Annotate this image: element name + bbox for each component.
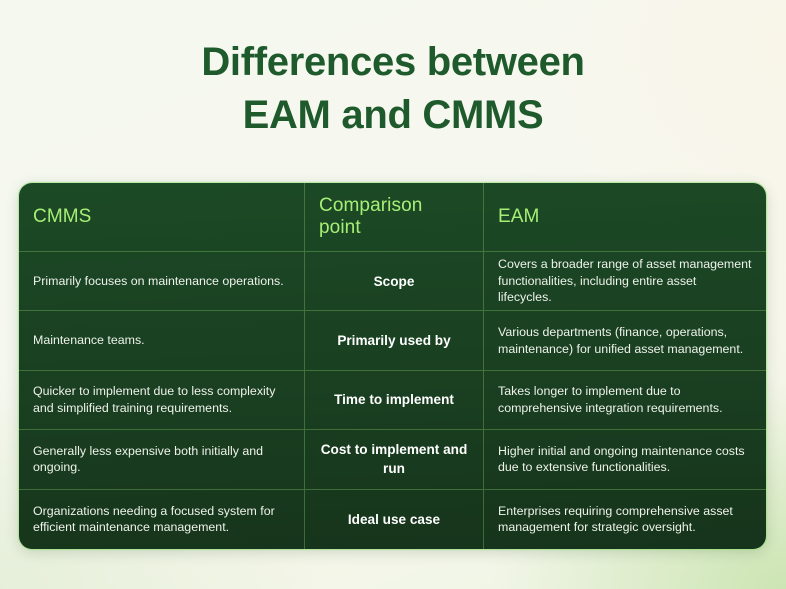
cell-comparison-point: Time to implement <box>334 392 454 408</box>
cell-cmms: Quicker to implement due to less complex… <box>33 384 276 415</box>
table-header-cell-eam: EAM <box>484 183 766 252</box>
cell-eam: Various departments (finance, operations… <box>498 325 744 356</box>
cell-eam: Covers a broader range of asset manageme… <box>498 257 752 305</box>
table-header-cell-cmms: CMMS <box>19 183 305 252</box>
cell-comparison-point: Primarily used by <box>337 333 451 349</box>
page-title-line-2: EAM and CMMS <box>242 93 544 137</box>
table-row: Scope <box>305 252 484 312</box>
cell-comparison-point: Cost to implement and run <box>320 442 468 477</box>
cell-cmms: Primarily focuses on maintenance operati… <box>33 273 284 288</box>
cell-comparison-point: Ideal use case <box>347 511 441 527</box>
cell-cmms: Organizations needing a focused system f… <box>33 503 275 535</box>
table-row: Cost to implement and run <box>305 430 484 490</box>
page-title-line-1: Differences between <box>201 40 585 84</box>
page-title: Differences between EAM and CMMS <box>0 36 786 142</box>
table-row: Higher initial and ongoing maintenance c… <box>484 430 766 490</box>
table-row: Takes longer to implement due to compreh… <box>484 371 766 431</box>
table-row: Enterprises requiring comprehensive asse… <box>484 490 766 549</box>
table-row: Primarily used by <box>305 311 484 371</box>
cell-eam: Takes longer to implement due to compreh… <box>498 384 723 415</box>
cell-comparison-point: Scope <box>373 273 415 289</box>
table-header-label: Comparison point <box>319 195 423 238</box>
cell-cmms: Maintenance teams. <box>33 333 145 348</box>
table-row: Maintenance teams. <box>19 311 305 371</box>
cell-eam: Higher initial and ongoing maintenance c… <box>498 443 745 475</box>
table-row: Generally less expensive both initially … <box>19 430 305 490</box>
table-row: Covers a broader range of asset manageme… <box>484 252 766 312</box>
table-header-cell-comparison-point: Comparison point <box>305 183 484 252</box>
table-row: Ideal use case <box>305 489 484 549</box>
table-row: Time to implement <box>305 370 484 431</box>
table-row: Various departments (finance, operations… <box>484 311 766 371</box>
cell-cmms: Generally less expensive both initially … <box>33 443 264 475</box>
comparison-table-grid: CMMS Comparison point EAM Primarily focu… <box>19 183 766 549</box>
table-row: Quicker to implement due to less complex… <box>19 370 305 431</box>
table-header-label: EAM <box>498 206 540 227</box>
table-header-label: CMMS <box>33 206 92 227</box>
cell-eam: Enterprises requiring comprehensive asse… <box>498 503 733 535</box>
comparison-table: CMMS Comparison point EAM Primarily focu… <box>19 183 766 549</box>
table-row: Primarily focuses on maintenance operati… <box>19 252 305 312</box>
table-row: Organizations needing a focused system f… <box>19 489 305 549</box>
